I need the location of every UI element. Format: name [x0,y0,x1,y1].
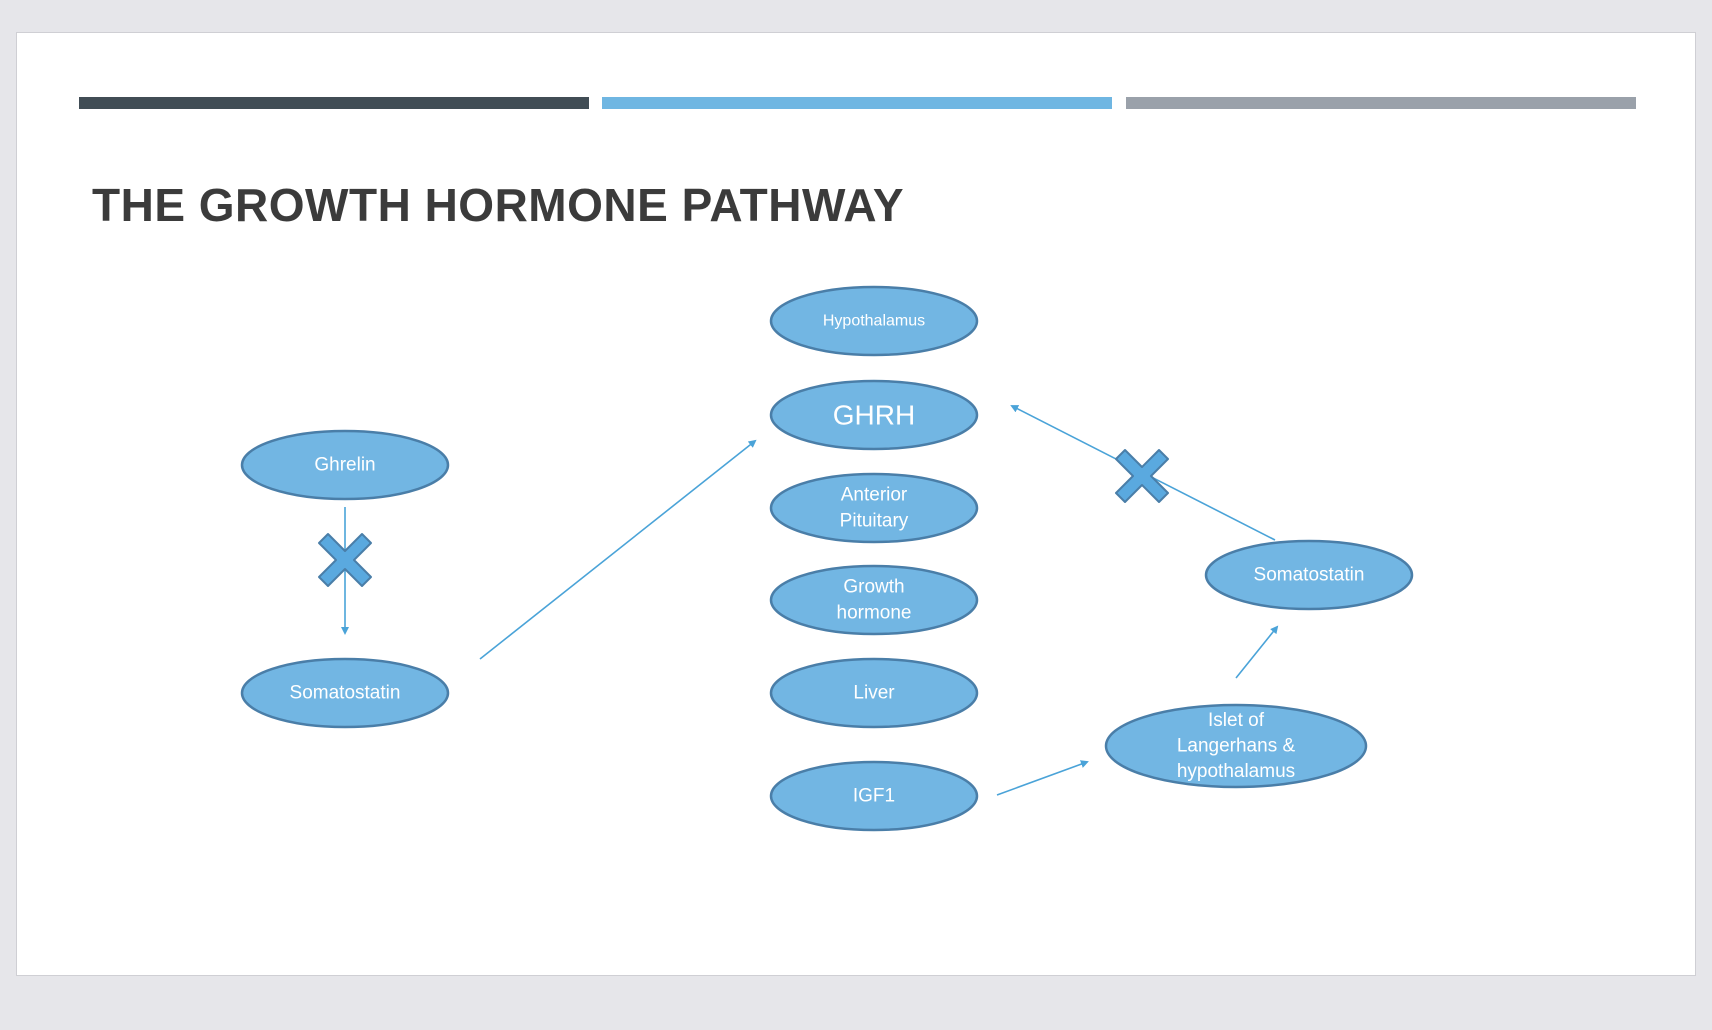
arrow-igf1-to-islet [996,760,1089,796]
node-growth-hormone: Growth hormone [769,564,979,636]
node-igf1: IGF1 [769,760,979,832]
header-band-dark [79,97,589,109]
node-hypothalamus: Hypothalamus [769,285,979,357]
header-band-gray [1126,97,1636,109]
slide-title: THE GROWTH HORMONE PATHWAY [92,179,905,231]
node-ellipse [769,564,979,636]
node-label: Growth [843,577,904,598]
node-ellipse [769,760,979,832]
node-ellipse [1204,539,1414,611]
node-label: GHRH [833,400,915,431]
node-label: hormone [837,602,912,623]
x-cross-icon [1115,449,1169,503]
node-ghrelin: Ghrelin [240,429,450,501]
node-ellipse [240,429,450,501]
arrow-somatostatin-left-to-ghrh [479,439,757,660]
node-label: Hypothalamus [823,313,925,330]
node-label: Somatostatin [1254,565,1365,586]
node-label: hypothalamus [1177,761,1295,782]
header-band-blue [602,97,1112,109]
node-ellipse [769,379,979,451]
node-ellipse [240,657,450,729]
node-ellipse [1104,703,1368,789]
node-label: Anterior [841,485,908,506]
node-somatostatin-left: Somatostatin [240,657,450,729]
node-label: Somatostatin [290,683,401,704]
x-cross-icon [318,533,372,587]
node-islet: Islet of Langerhans & hypothalamus [1104,703,1368,789]
node-label: Pituitary [840,510,909,531]
node-liver: Liver [769,657,979,729]
node-ellipse [769,472,979,544]
node-label: Langerhans & [1177,736,1296,757]
node-label: Liver [853,683,895,704]
node-ellipse [769,285,979,357]
arrow-islet-to-somatostatin-right [1235,625,1279,679]
node-ghrh: GHRH [769,379,979,451]
node-somatostatin-right: Somatostatin [1204,539,1414,611]
node-label: Ghrelin [314,455,375,476]
node-label: Islet of [1208,710,1265,731]
node-ellipse [769,657,979,729]
node-label: IGF1 [853,786,895,807]
